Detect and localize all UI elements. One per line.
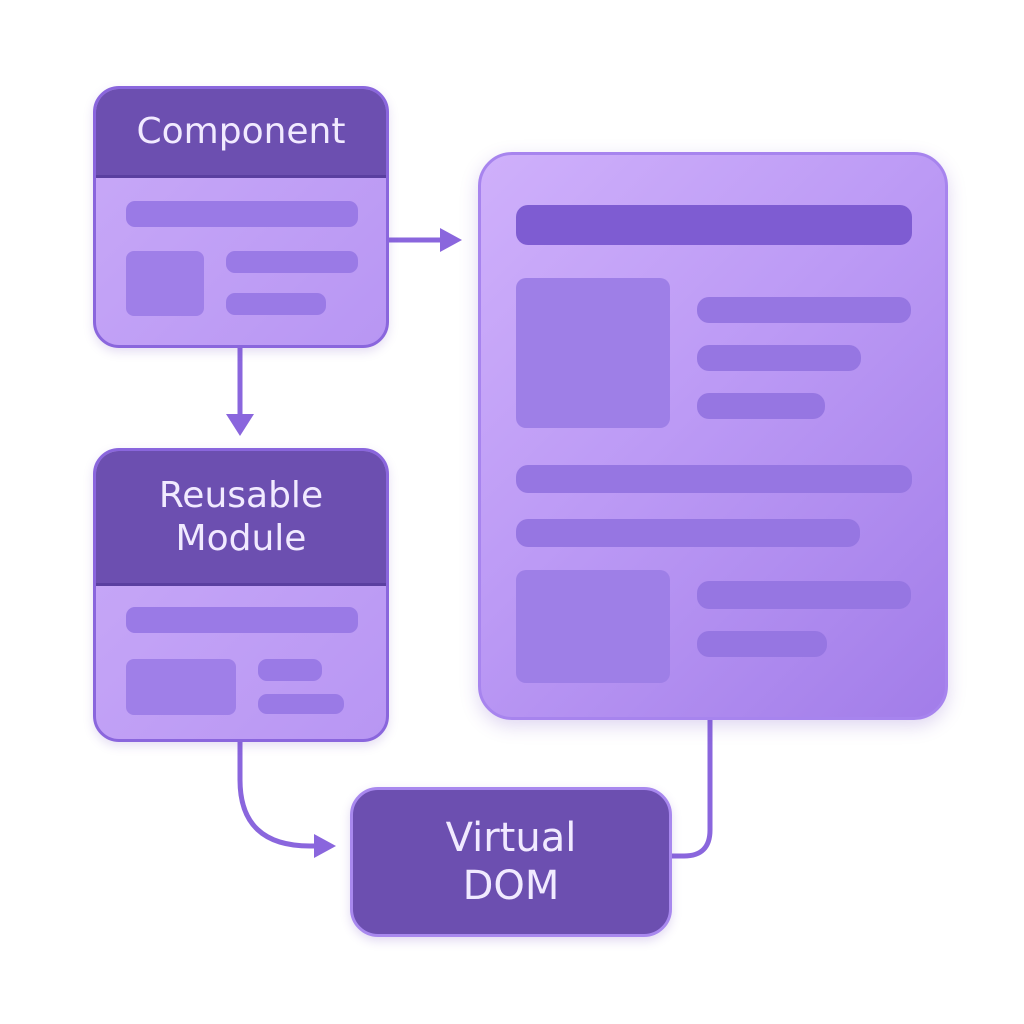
arrowhead-right-vdom	[314, 834, 336, 858]
placeholder-image	[126, 659, 236, 715]
reusable-module-title-line1: Reusable	[158, 474, 324, 516]
page-text-line	[697, 581, 911, 609]
virtual-dom-node: Virtual DOM	[350, 787, 672, 937]
placeholder-bar	[226, 293, 326, 315]
placeholder-bar	[226, 251, 358, 273]
arrow-module-to-vdom	[237, 739, 323, 849]
page-image-placeholder	[516, 278, 670, 428]
page-image-placeholder	[516, 570, 670, 683]
page-text-line	[697, 631, 827, 657]
placeholder-bar	[126, 607, 358, 633]
virtual-dom-title-line2: DOM	[462, 863, 560, 909]
arrowhead-down	[226, 414, 254, 436]
component-card: Component	[93, 86, 389, 348]
connector-vdom-to-page	[667, 717, 713, 859]
reusable-module-title-line2: Module	[175, 518, 307, 559]
page-header-bar	[516, 205, 912, 245]
page-text-line	[516, 465, 912, 493]
rendered-page-panel	[478, 152, 948, 720]
arrowhead-right	[440, 228, 462, 252]
virtual-dom-title-line1: Virtual	[445, 815, 577, 861]
component-card-header: Component	[96, 89, 386, 178]
placeholder-bar	[258, 694, 344, 714]
page-text-line	[697, 297, 911, 323]
placeholder-image	[126, 251, 204, 316]
page-text-line	[516, 519, 860, 547]
page-text-line	[697, 393, 825, 419]
reusable-module-card-header: Reusable Module	[96, 451, 386, 586]
placeholder-bar	[126, 201, 358, 227]
placeholder-bar	[258, 659, 322, 681]
reusable-module-card: Reusable Module	[93, 448, 389, 742]
page-text-line	[697, 345, 861, 371]
component-title: Component	[136, 111, 346, 153]
